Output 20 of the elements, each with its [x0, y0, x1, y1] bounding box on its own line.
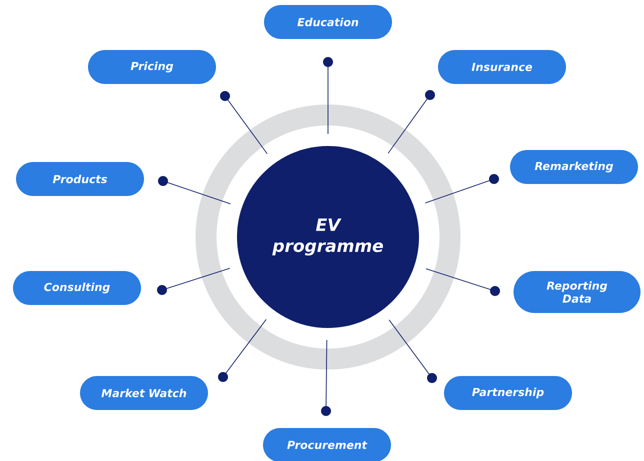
connector-line: [424, 174, 499, 204]
connector-line: [323, 57, 333, 134]
topic-pill: Remarketing: [510, 150, 638, 184]
connector-line: [157, 268, 230, 295]
connector-line: [388, 320, 437, 383]
topic-pill: Insurance: [438, 50, 566, 84]
topic-pill: Consulting: [13, 271, 141, 305]
topic-pill: Market Watch: [80, 376, 208, 410]
topic-pill: Pricing: [88, 50, 216, 84]
topic-pill: Procurement: [263, 428, 391, 461]
topic-pill: Products: [16, 162, 144, 196]
connector-line: [426, 268, 500, 296]
connector-line: [321, 340, 331, 416]
connector-line: [220, 91, 268, 154]
topic-pill: Partnership: [444, 376, 572, 410]
topic-pill: Reporting Data: [514, 271, 640, 313]
connector-line: [158, 176, 231, 204]
connector-line: [388, 90, 435, 154]
connector-line: [218, 319, 267, 382]
topic-pill: Education: [264, 5, 392, 39]
